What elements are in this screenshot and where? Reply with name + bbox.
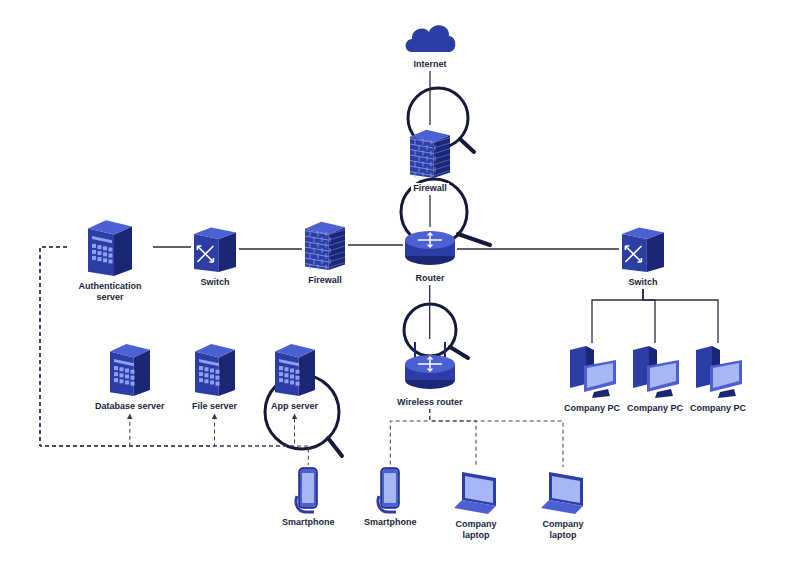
magnifier-handle <box>328 438 342 456</box>
device-label: Wireless router <box>395 397 464 408</box>
device-label: Company PC <box>688 403 748 414</box>
phone-icon <box>376 466 404 514</box>
wireless-link <box>40 247 130 446</box>
cloud-node: Internet <box>402 18 458 70</box>
network-cable <box>643 289 718 343</box>
magnifier-glasses <box>265 88 490 456</box>
switch-node: Switch <box>191 224 239 288</box>
device-label: App server <box>269 401 320 412</box>
pc-icon <box>690 344 746 400</box>
magnifier-handle <box>458 234 490 245</box>
pc-icon <box>564 344 620 400</box>
switch-node: Switch <box>619 224 667 288</box>
device-label: Switch <box>626 277 659 288</box>
network-cable <box>429 195 430 227</box>
device-label: File server <box>190 401 239 412</box>
pc-icon <box>627 344 683 400</box>
server-icon <box>272 340 318 398</box>
device-label: Router <box>414 273 447 284</box>
laptop-node: Company laptop <box>532 468 594 541</box>
cloud-icon <box>402 18 458 56</box>
wireless-link <box>40 247 215 446</box>
device-label: Firewall <box>306 275 344 286</box>
wireless-link <box>390 409 429 465</box>
network-cable <box>429 285 430 339</box>
device-label: Company PC <box>625 403 685 414</box>
device-label: Smartphone <box>362 517 419 528</box>
network-cable <box>643 289 655 343</box>
wireless-link <box>430 409 476 467</box>
firewall-node: Firewall <box>302 218 348 286</box>
network-cable <box>592 289 643 343</box>
server-node: App server <box>269 340 320 412</box>
firewall-icon <box>407 126 453 180</box>
device-label: Company laptop <box>445 519 507 541</box>
device-label: Smartphone <box>280 517 337 528</box>
pc-node: Company PC <box>688 344 748 414</box>
phone-icon <box>294 466 322 514</box>
network-cable <box>153 246 191 247</box>
device-label: Database server <box>93 401 167 412</box>
laptop-icon <box>539 468 587 516</box>
magnifier-handle <box>460 139 474 152</box>
device-label: Company laptop <box>532 519 594 541</box>
switch-icon <box>191 224 239 274</box>
server-node: File server <box>190 340 239 412</box>
network-cable <box>239 248 302 249</box>
server-icon <box>192 340 238 398</box>
network-cable <box>429 71 430 125</box>
wrouter-icon <box>403 340 457 394</box>
phone-node: Smartphone <box>362 466 419 528</box>
device-label: Authentication server <box>67 281 153 303</box>
device-label: Firewall <box>411 183 449 194</box>
pc-node: Company PC <box>562 344 622 414</box>
wireless-link <box>40 247 295 446</box>
device-label: Company PC <box>562 403 622 414</box>
wrouter-node: Wireless router <box>395 340 464 408</box>
wireless-link <box>430 409 563 467</box>
phone-node: Smartphone <box>280 466 337 528</box>
firewall-icon <box>302 218 348 272</box>
device-label: Switch <box>198 277 231 288</box>
pc-node: Company PC <box>625 344 685 414</box>
router-icon <box>403 228 457 270</box>
router-node: Router <box>403 228 457 284</box>
server-node: Authentication server <box>67 216 153 303</box>
wireless-link <box>40 247 308 465</box>
network-cable <box>457 248 619 249</box>
laptop-node: Company laptop <box>445 468 507 541</box>
magnifier-handle <box>450 347 468 358</box>
network-cable <box>348 244 403 245</box>
device-label: Internet <box>411 59 448 70</box>
firewall-node: Firewall <box>407 126 453 194</box>
laptop-icon <box>452 468 500 516</box>
switch-icon <box>619 224 667 274</box>
server-icon <box>85 216 135 278</box>
server-icon <box>107 340 153 398</box>
server-node: Database server <box>93 340 167 412</box>
